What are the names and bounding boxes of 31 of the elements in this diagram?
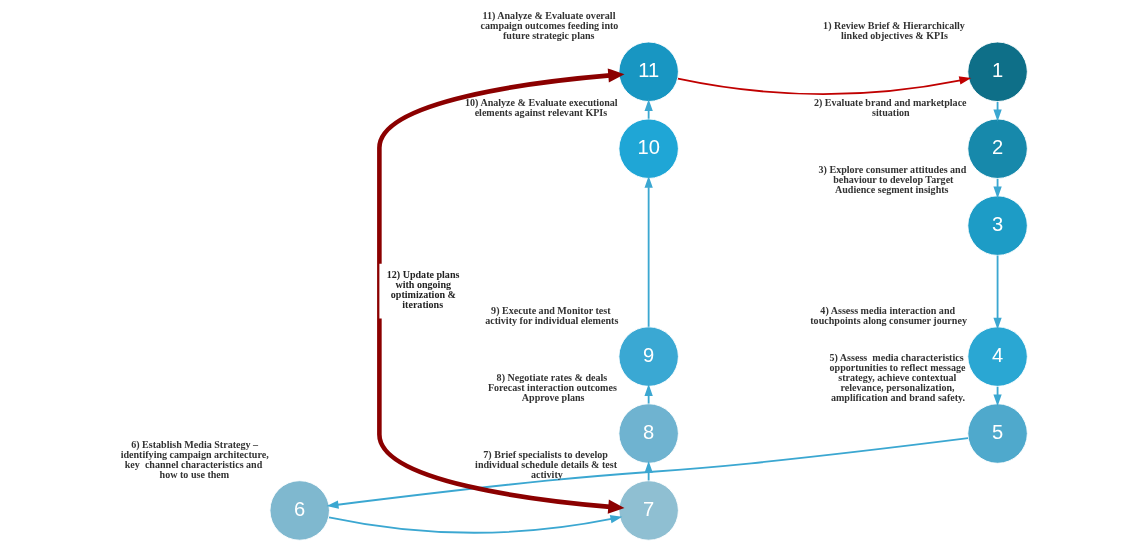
node-label: 11) Analyze & Evaluate overall campaign outcomes feeding into future strategic plans	[480, 9, 619, 42]
arrow	[644, 384, 653, 405]
arrow	[644, 99, 653, 120]
node-circle: 11	[618, 41, 679, 102]
node-circle: 1	[967, 41, 1028, 102]
node-circle: 9	[618, 326, 679, 387]
node-label: 3) Explore consumer attitudes and behaviour to develop Target Audience segment insights	[818, 163, 967, 195]
node-label: 6) Establish Media Strategy – identifying campaign architecture, key channel characteristics and how to use them	[120, 438, 269, 480]
node-label: 1) Review Brief & Hierarchically linked objectives & KPIs	[823, 20, 965, 42]
node-label: 4) Assess media interaction and touchpoints along consumer journey	[810, 304, 967, 326]
node-label: 5) Assess media characteristics opportunities to reflect message strategy, achieve contextual relevance, personalization, amplification and brand safety.	[829, 351, 966, 403]
edge-label: 12) Update plans with ongoing optimization & iterations	[386, 269, 460, 311]
node-label: 7) Brief specialists to develop individual schedule details & test activity	[475, 448, 618, 480]
arrow	[644, 175, 653, 328]
node-label: 2) Evaluate brand and marketplace situation	[813, 96, 967, 118]
node-circle: 4	[967, 326, 1028, 387]
node-label: 10) Analyze & Evaluate executional elements against relevant KPIs	[465, 96, 618, 118]
arrow	[328, 515, 623, 534]
arrow	[326, 437, 969, 509]
node-circle: 2	[967, 118, 1028, 179]
node-circle: 8	[618, 403, 679, 464]
node-circle: 7	[618, 480, 679, 541]
arrow	[644, 460, 653, 482]
node-circle: 6	[269, 480, 330, 541]
arrow	[993, 254, 1002, 330]
node-circle: 5	[967, 403, 1028, 464]
node-circle: 10	[618, 118, 679, 179]
arrow	[677, 76, 972, 95]
node-label: 8) Negotiate rates & deals Forecast interaction outcomes Approve plans	[487, 371, 617, 403]
node-circle: 3	[967, 195, 1028, 256]
node-label: 9) Execute and Monitor test activity for individual elements	[485, 304, 619, 326]
